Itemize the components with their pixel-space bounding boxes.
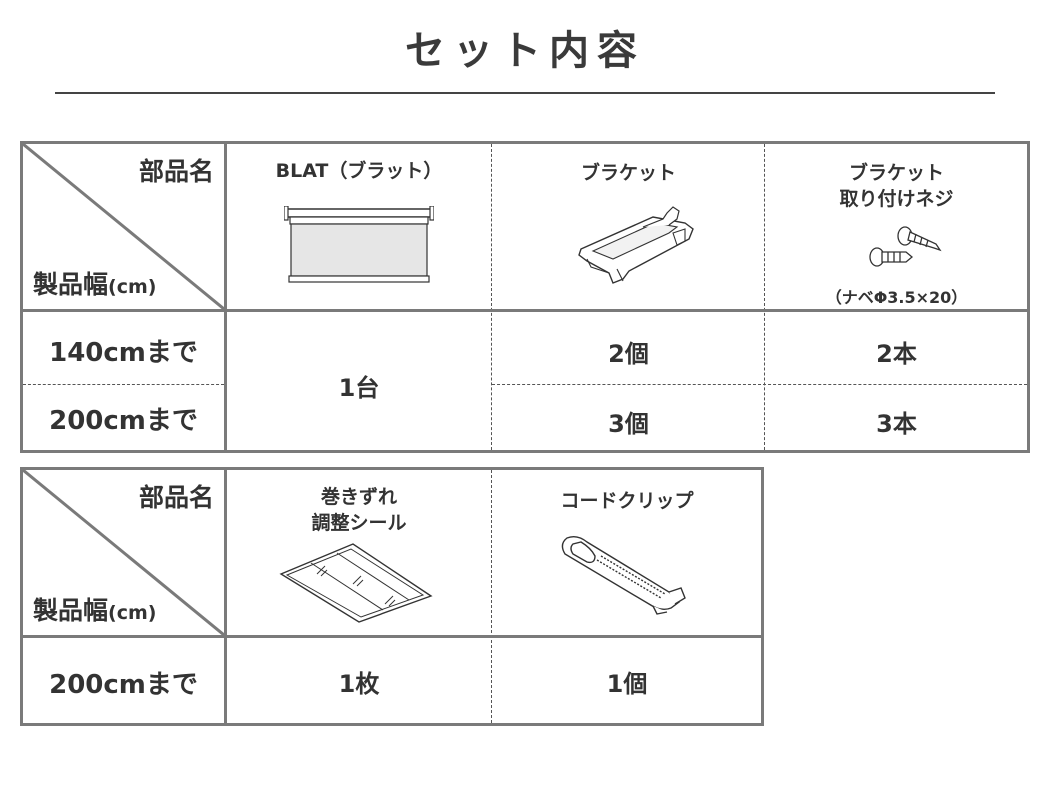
table1-row-divider: [492, 384, 1027, 385]
table2-col-divider: [224, 470, 227, 723]
column-blat: BLAT（ブラット）: [227, 144, 491, 309]
table1-header-divider: [23, 309, 1027, 312]
diagonal-line: [23, 144, 224, 309]
table2-corner-header: 部品名 製品幅(cm): [23, 470, 224, 635]
product-name: 巻きずれ: [320, 486, 397, 508]
product-name-line2: 取り付けネジ: [839, 188, 954, 210]
row-label: 140cmまで: [49, 338, 198, 368]
cord-clip-qty: 1個: [493, 638, 761, 723]
cord-clip-illustration: [561, 535, 686, 615]
table1-row-200: 200cmまで: [23, 386, 224, 450]
table2-col-divider-dashed: [491, 470, 492, 723]
page-title: セット内容: [405, 28, 645, 74]
header-parts-label: 部品名: [138, 483, 214, 512]
product-name: ブラケット: [848, 162, 944, 184]
blat-quantity-cell: 1台: [227, 312, 491, 450]
contents-table-1: 部品名 製品幅(cm) BLAT（ブラット） ブラケット: [20, 141, 1030, 453]
quantity-value: 1台: [338, 374, 380, 402]
screw-illustration: [869, 226, 942, 267]
column-adjust-seal: 巻きずれ 調整シール: [227, 470, 491, 635]
screw-qty-140: 2本: [766, 312, 1027, 384]
row-label: 200cmまで: [49, 670, 198, 700]
column-bracket-screw: ブラケット 取り付けネジ （ナベΦ3.5×20）: [766, 144, 1027, 309]
table1-col-divider-dashed: [491, 144, 492, 450]
product-name: コードクリップ: [560, 490, 694, 512]
table1-col-divider: [224, 144, 227, 450]
screw-qty-200: 3本: [766, 386, 1027, 450]
header-parts-label: 部品名: [138, 157, 214, 186]
table1-row-divider: [23, 384, 224, 385]
bracket-qty-140: 2個: [493, 312, 764, 384]
title-divider: [55, 92, 995, 94]
row-label: 200cmまで: [49, 406, 198, 436]
screw-size-note: （ナベΦ3.5×20）: [825, 288, 968, 307]
quantity-value: 2個: [608, 340, 649, 368]
product-name: ブラケット: [580, 162, 676, 184]
roller-blind-illustration: [284, 206, 434, 283]
diagonal-line: [23, 470, 224, 635]
column-bracket: ブラケット: [493, 144, 764, 309]
seal-sheet-illustration: [279, 543, 433, 623]
product-name-line2: 調整シール: [311, 512, 407, 534]
table2-header-divider: [23, 635, 761, 638]
table1-col-divider-dashed: [764, 144, 765, 450]
contents-table-2: 部品名 製品幅(cm) 巻きずれ 調整シール コードクリップ: [20, 467, 764, 726]
header-width-label: 製品幅(cm): [33, 596, 157, 625]
quantity-value: 1個: [606, 670, 648, 698]
quantity-value: 3個: [608, 410, 649, 438]
quantity-value: 1枚: [338, 670, 380, 698]
header-width-label: 製品幅(cm): [33, 270, 157, 299]
column-cord-clip: コードクリップ: [493, 470, 761, 635]
quantity-value: 3本: [876, 410, 917, 438]
product-name: BLAT（ブラット）: [275, 160, 443, 182]
table1-corner-header: 部品名 製品幅(cm): [23, 144, 224, 309]
quantity-value: 2本: [876, 340, 917, 368]
table1-row-140: 140cmまで: [23, 312, 224, 384]
bracket-qty-200: 3個: [493, 386, 764, 450]
bracket-illustration: [578, 206, 694, 284]
table2-row-200: 200cmまで: [23, 638, 224, 723]
seal-qty: 1枚: [227, 638, 491, 723]
